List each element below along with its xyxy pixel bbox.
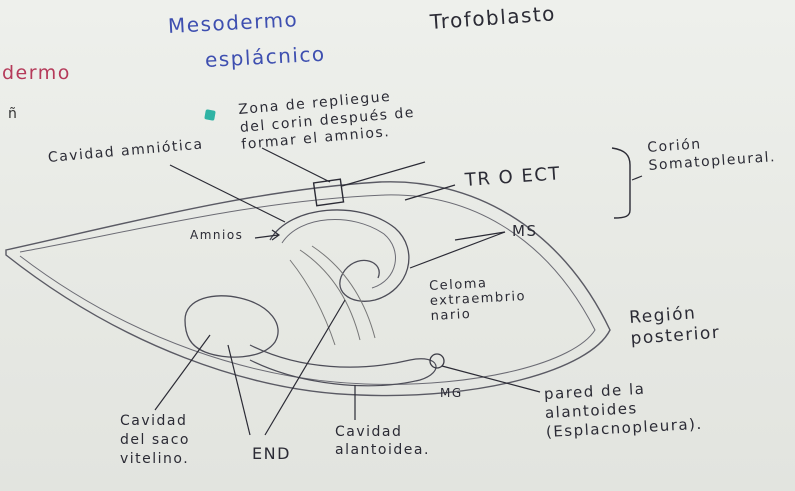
chorion-outline <box>5 181 611 397</box>
leader-ms-2 <box>409 231 506 269</box>
leader-end-1 <box>227 344 251 436</box>
mesoderm-line <box>19 194 596 385</box>
label-cavidad-saco: Cavidad del saco vitelino. <box>120 413 190 467</box>
label-mg: MG <box>440 386 463 400</box>
amnios-arrow <box>254 229 281 241</box>
leader-pared <box>441 365 541 393</box>
leader-end-2 <box>264 299 346 436</box>
leader-ms-1 <box>454 231 506 241</box>
label-ms: MS <box>512 222 538 240</box>
leader-saco <box>154 334 211 411</box>
bracket-tie <box>631 175 643 181</box>
teal-marker-icon <box>204 109 216 121</box>
leader-zona <box>261 147 331 183</box>
label-end: END <box>252 444 291 463</box>
label-celoma: Celoma extraembrio nario <box>428 275 527 324</box>
amnion-cavity <box>281 219 396 289</box>
label-margin-n: ñ <box>8 106 19 122</box>
amnion-fold <box>269 209 410 302</box>
yolk-sac <box>184 295 279 358</box>
label-amnios: Amnios <box>190 228 244 242</box>
label-region-posterior: Región posterior <box>628 303 721 350</box>
stalk-line-3 <box>289 259 336 346</box>
leader-amniotica <box>169 164 286 223</box>
label-cavidad-alantoidea: Cavidad alantoidea. <box>335 424 430 458</box>
corion-bracket <box>611 147 631 219</box>
stalk-line-2 <box>311 245 376 339</box>
leader-tr <box>404 184 456 201</box>
allantois-wall-marker <box>429 353 445 369</box>
leader-ect <box>341 161 426 187</box>
zona-box <box>312 178 345 207</box>
label-ectodermo-partial: dermo <box>2 62 71 84</box>
label-pared-alantoides: pared de la alantoides (Esplacnopleura). <box>543 379 704 441</box>
stalk-line-1 <box>299 249 361 341</box>
allantois <box>249 344 437 387</box>
